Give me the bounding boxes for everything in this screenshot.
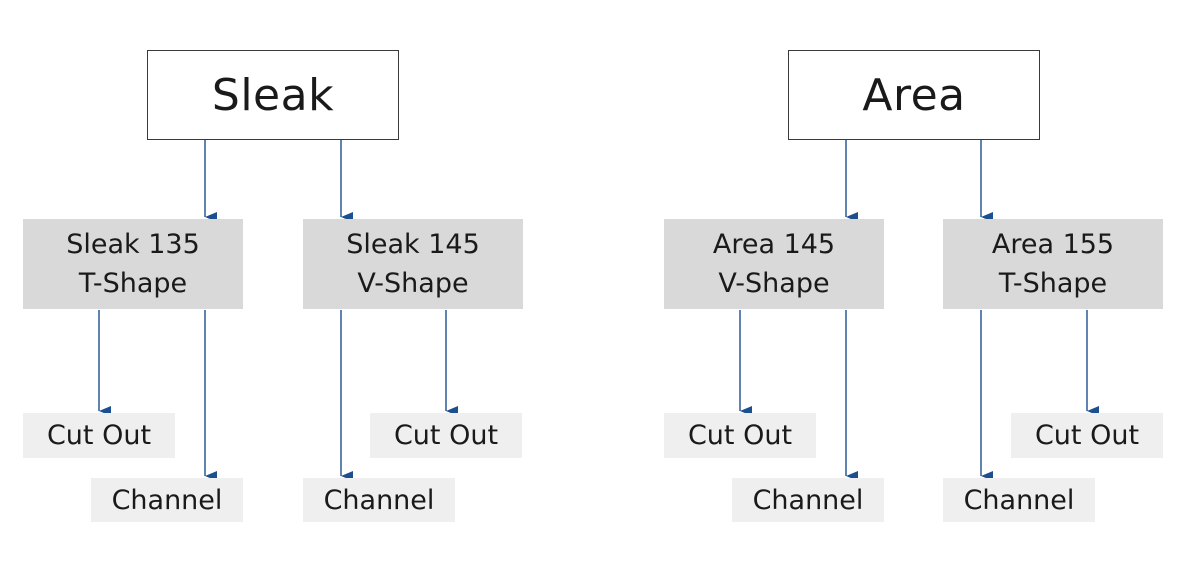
model-name: Sleak 135 <box>66 229 200 260</box>
leaf-label: Cut Out <box>1034 420 1140 451</box>
model-name: Sleak 145 <box>346 229 480 260</box>
model-name: Area 145 <box>712 229 836 260</box>
model-node-sleak-145: Sleak 145 V-Shape <box>303 219 523 309</box>
leaf-node-sleak145-cut-out: Cut Out <box>370 413 522 458</box>
model-node-area-145: Area 145 V-Shape <box>664 219 884 309</box>
leaf-node-sleak135-cut-out: Cut Out <box>23 413 175 458</box>
leaf-node-area155-channel: Channel <box>943 478 1095 522</box>
leaf-node-sleak145-channel: Channel <box>303 478 455 522</box>
leaf-label: Cut Out <box>687 420 793 451</box>
root-node-area: Area <box>788 50 1040 140</box>
model-node-area-155: Area 155 T-Shape <box>943 219 1163 309</box>
leaf-label: Channel <box>323 484 435 516</box>
leaf-node-area145-channel: Channel <box>732 478 884 522</box>
leaf-label: Channel <box>111 484 223 516</box>
model-shape: T-Shape <box>998 268 1108 299</box>
leaf-node-area145-cut-out: Cut Out <box>664 413 816 458</box>
root-label: Sleak <box>211 69 335 121</box>
leaf-label: Channel <box>963 484 1075 516</box>
model-shape: V-Shape <box>357 268 469 299</box>
root-label: Area <box>862 69 966 121</box>
leaf-node-sleak135-channel: Channel <box>91 478 243 522</box>
leaf-label: Cut Out <box>46 420 152 451</box>
leaf-node-area155-cut-out: Cut Out <box>1011 413 1163 458</box>
root-node-sleak: Sleak <box>147 50 399 140</box>
model-shape: T-Shape <box>78 268 188 299</box>
leaf-label: Channel <box>752 484 864 516</box>
leaf-label: Cut Out <box>393 420 499 451</box>
model-name: Area 155 <box>991 229 1115 260</box>
model-node-sleak-135: Sleak 135 T-Shape <box>23 219 243 309</box>
model-shape: V-Shape <box>718 268 830 299</box>
